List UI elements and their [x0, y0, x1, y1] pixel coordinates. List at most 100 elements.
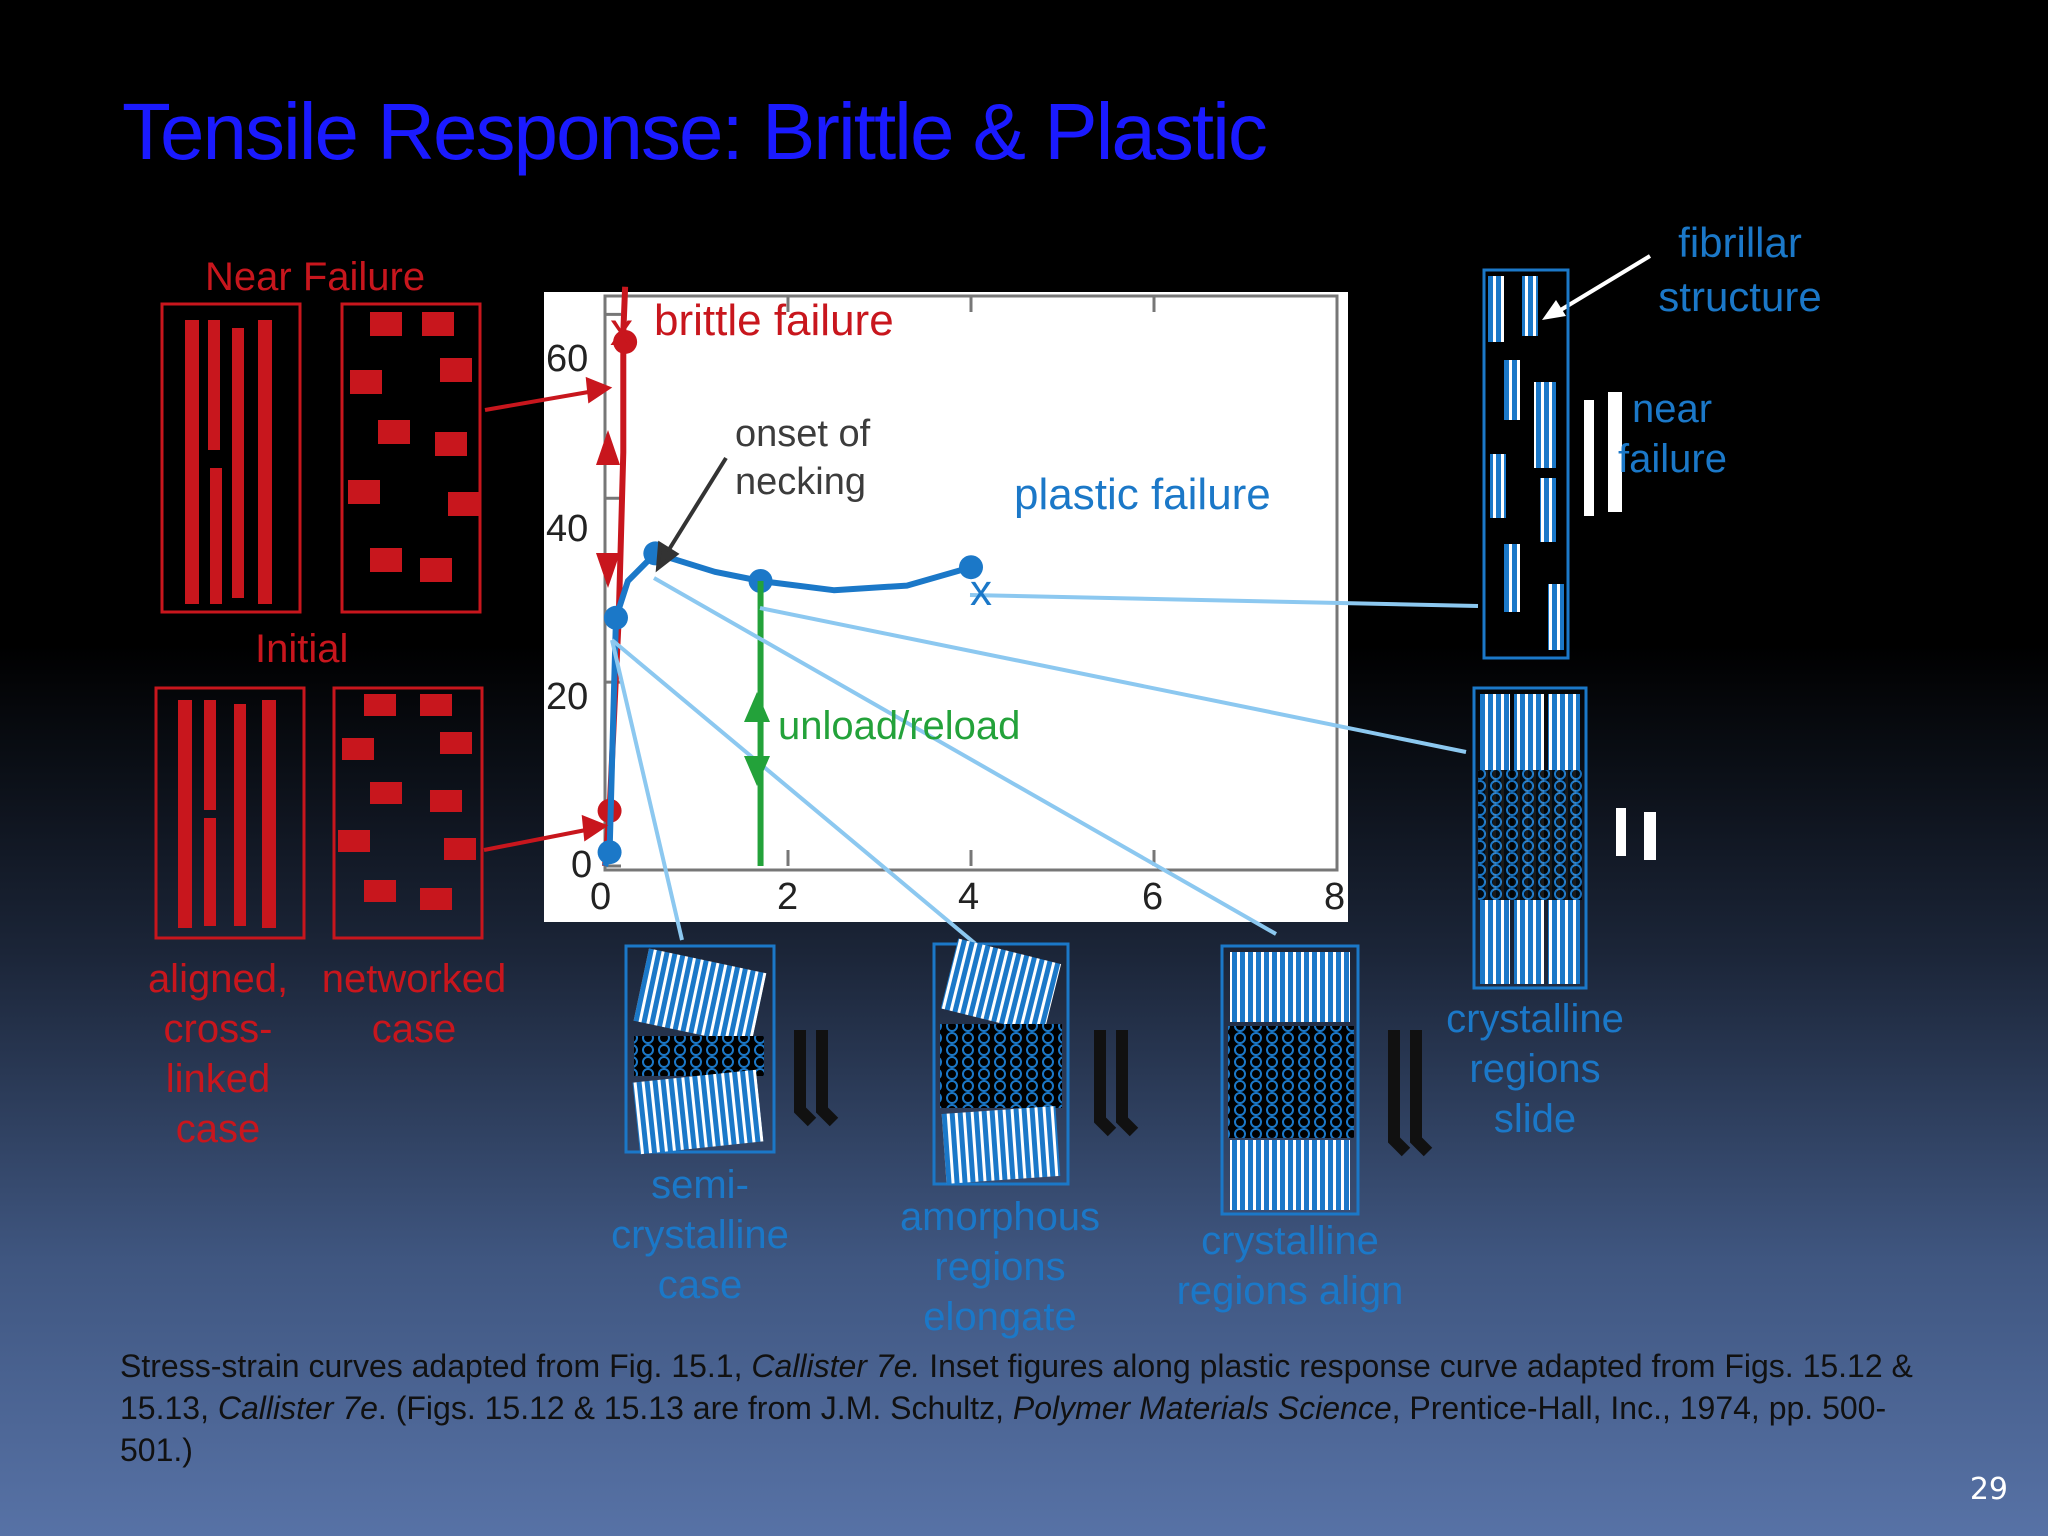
fibrillar-box [1482, 268, 1570, 660]
crystalline-slide-label: crystalline regions slide [1430, 994, 1640, 1144]
necking-arrow [655, 456, 728, 573]
networked-label: networked case [314, 954, 514, 1054]
connector-crystalline-align [653, 576, 1277, 936]
figure-caption: Stress-strain curves adapted from Fig. 1… [120, 1345, 1920, 1471]
amorphous-box [932, 942, 1070, 1186]
red-down-arrow [596, 553, 620, 588]
brittle-failure-label: brittle failure [654, 296, 894, 345]
red-up-arrow [596, 430, 620, 465]
crystalline-align-label: crystalline regions align [1160, 1216, 1420, 1316]
networked-line-2: case [371, 1007, 457, 1051]
near-failure-right-label: near failure [1618, 384, 1727, 484]
page-number: 29 [1969, 1472, 2008, 1507]
near-line-2: failure [1618, 437, 1727, 481]
connector-fibrillar [969, 593, 1479, 608]
caption-part-4: , Prentice-Hall, Inc., 1974, pp. 500-501… [120, 1390, 1887, 1468]
amorphous-label: amorphous regions elongate [890, 1192, 1110, 1342]
crystalline-slide-box [1472, 686, 1588, 990]
connector-crystalline-slide [759, 606, 1467, 754]
caption-part-2: Inset figures along plastic response cur… [120, 1348, 1913, 1426]
plastic-curve-point [959, 555, 983, 580]
caption-italic-2: Callister 7e [217, 1390, 378, 1426]
aligned-initial-box [154, 686, 306, 940]
caption-part-3: . (Figs. 15.12 & 15.13 are from J.M. Sch… [377, 1390, 1013, 1426]
y-tick-20: 20 [546, 676, 589, 718]
fibrillar-structure-label: fibrillar structure [1640, 216, 1840, 324]
fibrillar-inset [1488, 276, 1564, 650]
initial-label: Initial [255, 627, 349, 671]
green-up-arrow [744, 692, 770, 722]
semicrystalline-box [624, 944, 776, 1154]
networked-squares-near [348, 312, 480, 582]
aligned-chains-initial [178, 700, 276, 928]
caption-italic-3: Polymer Materials Science [1012, 1390, 1392, 1426]
amorph-line-2: regions [934, 1245, 1066, 1289]
semi-line-1: semi- [651, 1163, 749, 1207]
schematic-arrows [483, 376, 613, 852]
onset-necking-label: onset of necking [735, 410, 870, 506]
cryslide-line-2: regions [1469, 1047, 1601, 1091]
near-line-1: near [1632, 387, 1713, 431]
x-tick-8: 8 [1324, 876, 1346, 918]
chart-area [544, 292, 1348, 922]
caption-part-1: Stress-strain curves adapted from Fig. 1… [120, 1348, 752, 1384]
plastic-curve-point [597, 840, 622, 865]
networked-near-failure-box [340, 302, 482, 614]
slide-title: Tensile Response: Brittle & Plastic [122, 87, 1268, 176]
onset-line-1: onset of [735, 413, 871, 455]
brittle-curve-point [613, 329, 638, 354]
networked-squares-initial [338, 694, 476, 910]
aligned-line-4: case [175, 1107, 261, 1151]
plastic-curve-point [603, 605, 628, 630]
direction-arrows [596, 430, 770, 786]
plastic-x-mark: x [970, 566, 992, 615]
y-tick-0: 0 [571, 844, 593, 886]
arrow-near-failure [484, 388, 601, 412]
crystalline-align-box [1220, 944, 1360, 1216]
connector-semicrystalline [610, 639, 684, 941]
cryalign-line-1: crystalline [1201, 1219, 1379, 1263]
x-tick-6: 6 [1142, 876, 1164, 918]
crystalline-align-inset [1228, 952, 1354, 1210]
semi-line-3: case [657, 1263, 743, 1307]
fibrillar-line-2: structure [1658, 273, 1822, 320]
aligned-line-3: linked [165, 1057, 271, 1101]
fibrillar-arrow [1542, 254, 1652, 320]
fibrillar-line-1: fibrillar [1678, 219, 1802, 266]
tensile-grips [794, 1030, 1433, 1157]
near-failure-label: Near Failure [205, 255, 426, 299]
cryslide-line-3: slide [1493, 1097, 1577, 1141]
networked-line-1: networked [321, 957, 507, 1001]
y-tick-40: 40 [546, 508, 589, 550]
arrow-initial [483, 826, 597, 852]
x-tick-2: 2 [777, 876, 799, 918]
brittle-x-mark: x [610, 303, 633, 355]
aligned-near-failure-box [160, 302, 302, 614]
grip-marks [1584, 392, 1656, 860]
aligned-line-1: aligned, [147, 957, 289, 1001]
crystalline-slide-inset [1478, 694, 1582, 984]
onset-line-2: necking [735, 461, 866, 503]
inset-connector-lines [610, 576, 1479, 968]
aligned-line-2: cross- [163, 1007, 273, 1051]
semicrystalline-inset [632, 948, 767, 1155]
y-tick-60: 60 [546, 338, 589, 380]
connector-amorphous [610, 638, 1004, 968]
amorph-line-3: elongate [923, 1295, 1077, 1339]
networked-initial-box [332, 686, 484, 940]
semi-line-2: crystalline [611, 1213, 789, 1257]
aligned-crosslinked-label: aligned, cross- linked case [138, 954, 298, 1154]
cryalign-line-2: regions align [1176, 1269, 1404, 1313]
cryslide-line-1: crystalline [1446, 997, 1624, 1041]
green-down-arrow [744, 756, 770, 786]
plastic-curve [602, 550, 972, 867]
x-tick-0: 0 [590, 876, 612, 918]
x-tick-4: 4 [958, 876, 980, 918]
amorphous-inset [940, 938, 1062, 1184]
semicrystalline-label: semi- crystalline case [600, 1160, 800, 1310]
aligned-chains-near [185, 320, 272, 604]
unload-reload-label: unload/reload [778, 704, 1021, 748]
amorph-line-1: amorphous [899, 1195, 1101, 1239]
